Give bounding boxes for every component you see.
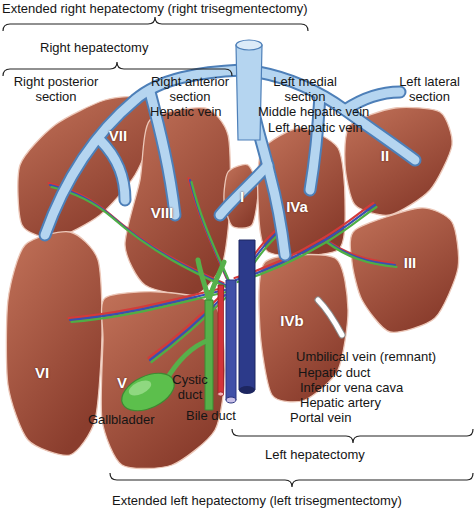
vessel-label: Left hepatic vein xyxy=(268,120,363,135)
brace xyxy=(110,473,473,487)
liver-segment: IVa xyxy=(254,124,349,256)
segment-number: V xyxy=(117,374,127,391)
segment-number: IVa xyxy=(286,198,308,215)
section-label: Right anterior section xyxy=(135,74,245,104)
segment-shape xyxy=(125,108,230,296)
section-label: Right posterior section xyxy=(0,74,112,104)
liver-segment: III xyxy=(348,204,462,336)
vena-cava-upper xyxy=(236,45,262,140)
segment-number: IVb xyxy=(280,312,303,329)
section-label: Left lateral section xyxy=(385,74,474,104)
vessel-label: Inferior vena cava xyxy=(300,380,403,395)
brace xyxy=(3,62,232,76)
duct-label: Bile duct xyxy=(186,408,236,423)
segment-outline xyxy=(254,124,349,256)
segment-number: VII xyxy=(109,127,127,144)
liver-segment: I xyxy=(220,161,262,230)
segment-shape xyxy=(6,232,102,456)
resection-label: Right hepatectomy xyxy=(40,40,148,55)
vessel-label: Hepatic vein xyxy=(150,104,222,119)
portal-vein xyxy=(226,280,236,400)
segment-outline xyxy=(121,104,234,299)
segment-shape xyxy=(101,292,225,469)
organ-label: Gallbladder xyxy=(88,412,155,427)
brace xyxy=(232,429,473,443)
segment-number: VI xyxy=(35,364,49,381)
vessel-label: Middle hepatic vein xyxy=(258,104,369,119)
vessel-label: Hepatic artery xyxy=(300,395,381,410)
brace xyxy=(3,17,308,31)
vena-cava-end xyxy=(239,386,255,394)
segment-number: I xyxy=(240,188,244,205)
structure-label: Hepatic duct xyxy=(298,365,370,380)
segment-shape xyxy=(258,128,346,256)
vessel-label: Portal vein xyxy=(290,410,351,425)
resection-label: Left hepatectomy xyxy=(265,447,365,462)
duct-label: Cystic duct xyxy=(168,372,212,402)
resection-label: Extended left hepatectomy (left trisegme… xyxy=(112,493,402,508)
segment-number: III xyxy=(404,254,417,271)
structure-label: Umbilical vein (remnant) xyxy=(296,349,436,364)
section-label: Left medial section xyxy=(255,74,355,104)
segment-shape xyxy=(224,165,258,229)
liver-segment: VIII xyxy=(121,104,234,299)
segment-shape xyxy=(350,208,458,332)
liver-segment: V xyxy=(98,288,229,469)
resection-label: Extended right hepatectomy (right triseg… xyxy=(2,1,308,16)
portal-vein-end xyxy=(226,397,236,403)
segment-number: VIII xyxy=(151,204,174,221)
inferior-vena-cava xyxy=(239,240,255,390)
vena-cava-opening xyxy=(236,40,262,50)
segment-number: II xyxy=(381,147,389,164)
